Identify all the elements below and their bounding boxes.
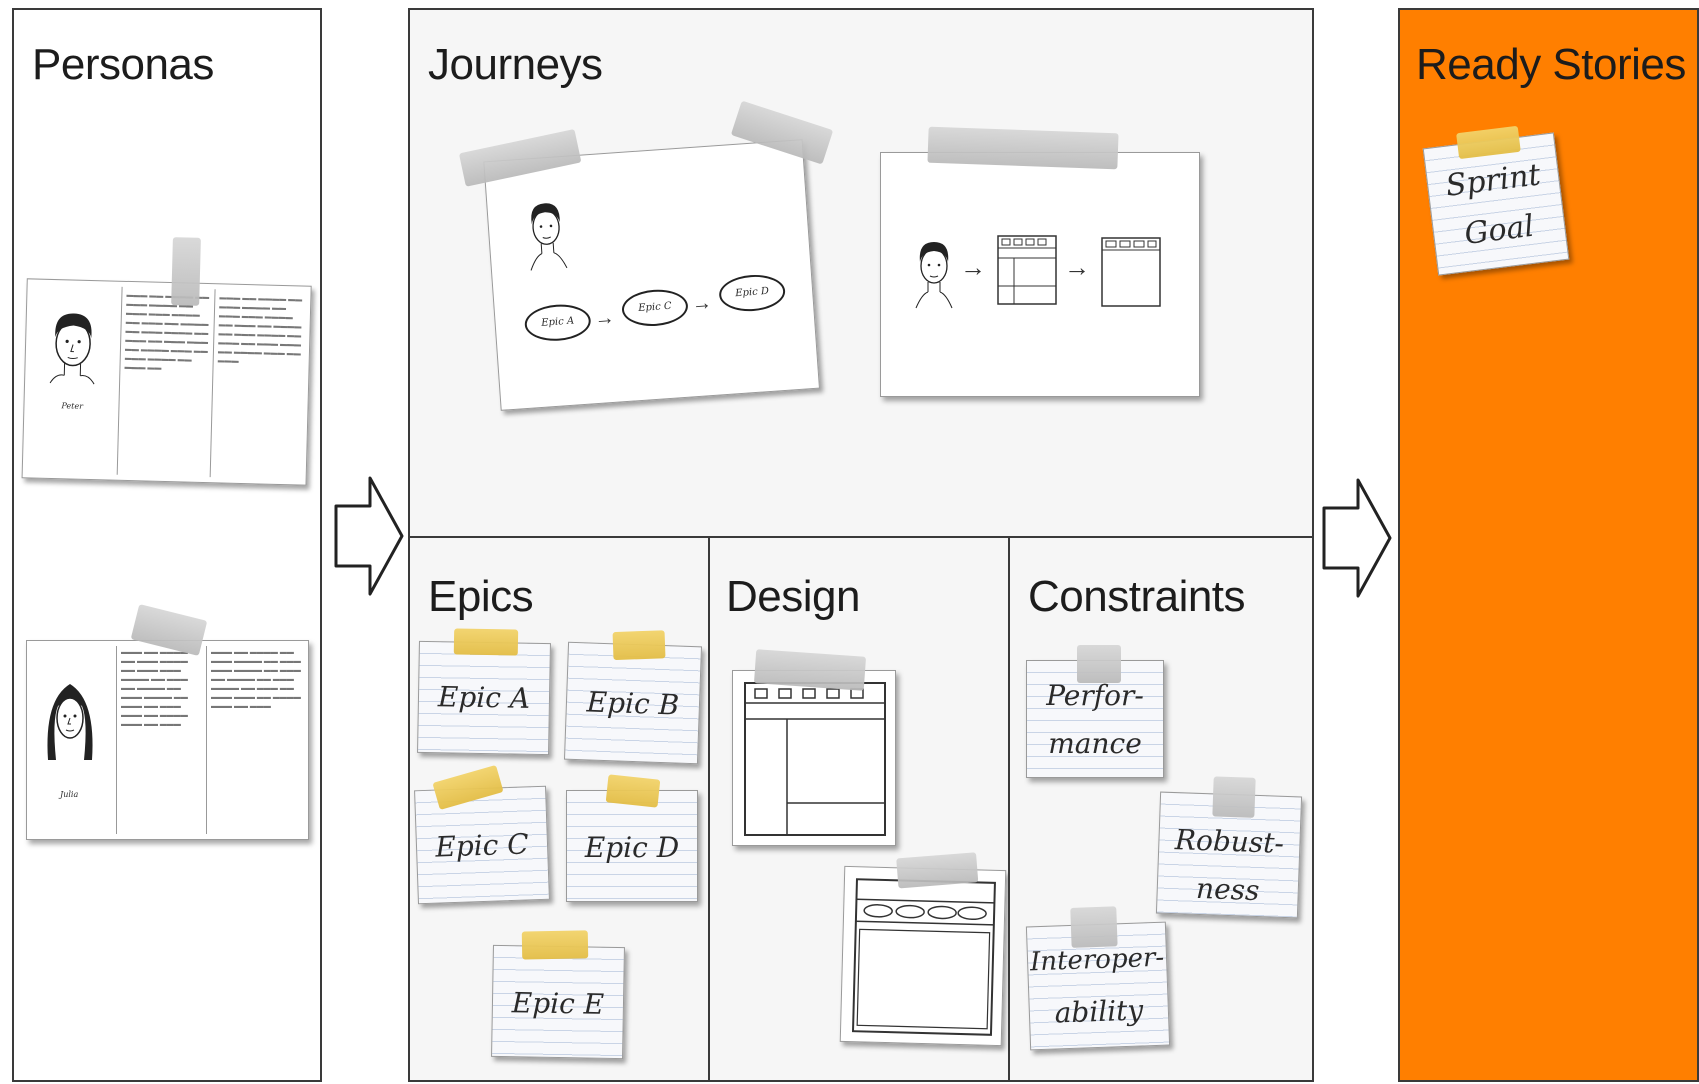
tape <box>1212 776 1256 818</box>
sprint-goal-line: Sprint <box>1443 157 1543 204</box>
persona-card[interactable]: Julia ▬▬▬ ▬▬ ▬▬▬▬ ▬▬ ▬▬▬ ▬▬▬▬ ▬▬ ▬▬▬ ▬▬▬… <box>26 604 309 840</box>
wireframe-icon <box>851 878 996 1036</box>
tape <box>171 237 201 306</box>
constraint-note-line: mance <box>1048 727 1142 760</box>
ready-stories-panel: Ready Stories Sprint Goal <box>1398 8 1699 1082</box>
tape <box>1070 906 1118 948</box>
constraint-note-line: Robust- <box>1174 823 1285 860</box>
persona-notes: ▬▬▬ ▬▬ ▬▬▬▬ ▬▬ ▬▬▬ ▬▬▬▬ ▬▬ ▬▬▬ ▬▬▬ ▬▬▬▬ … <box>211 649 301 710</box>
epic-note[interactable]: Epic B <box>563 630 703 765</box>
persona-card[interactable]: Peter ▬▬▬ ▬▬ ▬▬▬▬ ▬▬ ▬▬▬ ▬▬▬▬ ▬▬ ▬▬▬ ▬▬▬… <box>21 237 312 495</box>
arrow-icon: → <box>960 252 986 282</box>
user-face-icon <box>530 203 568 271</box>
epic-note-label: Epic B <box>586 685 680 722</box>
flow-arrow-icon <box>334 476 404 596</box>
persona-notes: ▬▬▬ ▬▬ ▬▬▬▬ ▬▬ ▬▬▬ ▬▬▬▬ ▬▬ ▬▬▬ ▬▬▬ ▬▬▬▬ … <box>124 291 210 372</box>
tape <box>453 628 519 656</box>
design-title: Design <box>726 572 860 621</box>
epics-title: Epics <box>428 572 534 621</box>
constraints-panel: Constraints Perfor- mance Robust- ness I… <box>1008 536 1314 1082</box>
constraint-note[interactable]: Interoper- ability <box>1025 906 1171 1051</box>
epic-note-label: Epic C <box>434 827 530 864</box>
epic-note-label: Epic A <box>437 680 531 715</box>
journey-card[interactable]: Epic A → Epic C → Epic D <box>458 100 834 421</box>
sprint-goal-note[interactable]: Sprint Goal <box>1422 125 1570 276</box>
constraint-note-line: ability <box>1054 993 1144 1030</box>
persona-notes: ▬▬▬ ▬▬ ▬▬▬▬ ▬▬ ▬▬▬ ▬▬▬▬ ▬▬ ▬▬▬ ▬▬▬ ▬▬▬▬ … <box>217 294 303 365</box>
screen-mockup-icon <box>997 235 1057 305</box>
design-mockup-card[interactable] <box>839 852 1007 1047</box>
persona-name: Peter <box>61 401 84 411</box>
epic-note-label: Epic D <box>584 831 680 864</box>
arrow-icon: → <box>593 306 616 331</box>
personas-title: Personas <box>32 40 214 89</box>
tape <box>605 774 661 808</box>
epic-note-label: Epic E <box>511 986 605 1021</box>
tape <box>1077 645 1121 683</box>
journeys-panel: Journeys Epic A → Epic C → Epic D → <box>408 8 1314 538</box>
constraint-note-line: Perfor- <box>1046 679 1144 712</box>
constraint-note[interactable]: Perfor- mance <box>1026 645 1164 778</box>
tape <box>432 764 504 811</box>
constraint-note-line: Interoper- <box>1029 942 1165 978</box>
arrow-icon: → <box>691 291 713 316</box>
personas-panel: Personas Peter ▬▬▬ ▬▬ ▬▬▬▬ ▬▬ ▬▬▬ ▬▬▬▬ ▬… <box>12 8 322 1082</box>
tape <box>1456 125 1521 160</box>
arrow-icon: → <box>1064 252 1090 282</box>
constraints-title: Constraints <box>1028 572 1246 621</box>
epic-note[interactable]: Epic A <box>417 628 551 756</box>
persona-notes: ▬▬▬ ▬▬ ▬▬▬▬ ▬▬ ▬▬▬ ▬▬▬▬ ▬▬ ▬▬▬ ▬▬▬ ▬▬▬▬ … <box>121 649 188 728</box>
ready-stories-title: Ready Stories <box>1416 40 1686 89</box>
flow-arrow-icon <box>1322 478 1392 598</box>
journeys-title: Journeys <box>428 40 603 89</box>
persona-face-icon <box>49 313 95 385</box>
epic-note[interactable]: Epic C <box>414 764 550 905</box>
screen-mockup-icon <box>1101 237 1161 307</box>
epic-note[interactable]: Epic D <box>566 774 698 902</box>
sprint-goal-line: Goal <box>1462 208 1536 252</box>
persona-name: Julia <box>60 790 79 799</box>
tape <box>927 126 1119 170</box>
epic-note[interactable]: Epic E <box>491 930 625 1060</box>
persona-face-icon <box>47 684 93 760</box>
user-face-icon <box>915 242 953 309</box>
tape <box>612 630 666 661</box>
design-mockup-card[interactable] <box>732 649 896 846</box>
wireframe-icon <box>744 682 886 836</box>
journey-card[interactable]: → → <box>880 126 1200 402</box>
constraint-note-line: ness <box>1195 871 1261 908</box>
tape <box>521 930 589 960</box>
tape <box>896 852 979 889</box>
epics-panel: Epics Epic A Epic B Epic C Epic D Epic E <box>408 536 710 1082</box>
design-panel: Design <box>708 536 1010 1082</box>
constraint-note[interactable]: Robust- ness <box>1155 776 1303 919</box>
